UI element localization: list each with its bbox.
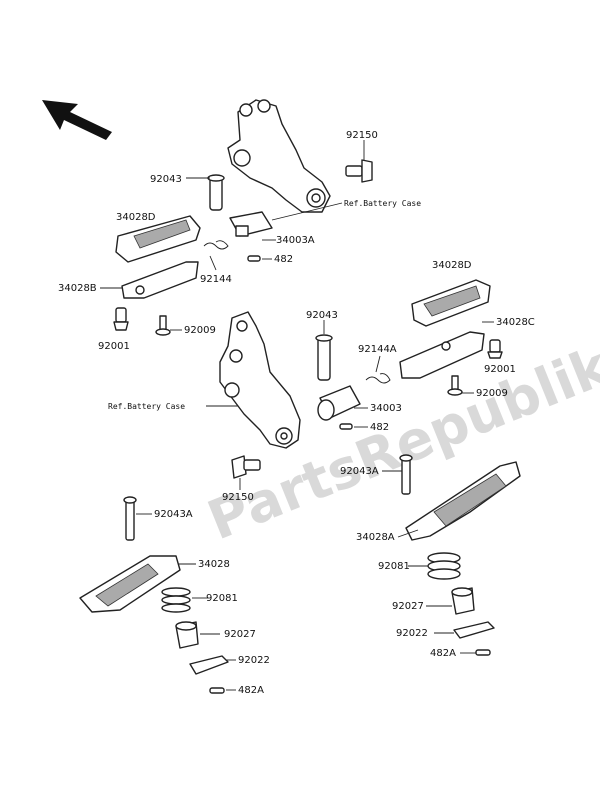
label-34028D-right: 34028D [432, 260, 472, 271]
label-92043A-right: 92043A [340, 466, 379, 477]
label-92043A-left: 92043A [154, 509, 193, 520]
bolt-92001-left [113, 307, 129, 331]
bolt-92150-bottom [231, 455, 261, 479]
label-92144A: 92144A [358, 344, 397, 355]
clip-482-mid [339, 423, 353, 430]
pin-92043-mid [315, 334, 333, 381]
label-92043-mid: 92043 [306, 310, 338, 321]
bracket-92027-left [175, 621, 199, 649]
label-92150-bottom: 92150 [222, 492, 254, 503]
lower-footrest-bracket [219, 311, 301, 449]
label-92027-left: 92027 [224, 629, 256, 640]
label-92022-right: 92022 [396, 628, 428, 639]
label-482A-right: 482A [430, 648, 456, 659]
pin-92043A-right [399, 454, 413, 495]
label-34003A: 34003A [276, 235, 315, 246]
bolt-92150-top [345, 159, 373, 183]
label-92009-left: 92009 [184, 325, 216, 336]
hinge-34003A [229, 211, 273, 237]
footpeg-34028 [79, 555, 181, 613]
spring-92081-left [161, 587, 191, 613]
screw-92009-left [155, 315, 171, 336]
label-92022-left: 92022 [238, 655, 270, 666]
footpeg-34028B [121, 261, 199, 299]
spring-92144 [203, 240, 229, 250]
label-92150-top: 92150 [346, 130, 378, 141]
label-34028D-left: 34028D [116, 212, 156, 223]
pin-92043-top [207, 174, 225, 211]
label-ref-battery-case-top: Ref.Battery Case [344, 199, 421, 208]
label-482A-left: 482A [238, 685, 264, 696]
label-34028C: 34028C [496, 317, 535, 328]
pin-92043A-left [123, 496, 137, 541]
spring-92144A [365, 373, 391, 384]
label-34028: 34028 [198, 559, 230, 570]
plate-92022-left [189, 655, 229, 675]
label-34028A: 34028A [356, 532, 395, 543]
screw-92009-right [447, 375, 463, 396]
clip-482A-right [475, 649, 491, 656]
label-92081-right: 92081 [378, 561, 410, 572]
label-92009-right: 92009 [476, 388, 508, 399]
label-92027-right: 92027 [392, 601, 424, 612]
label-92081-left: 92081 [206, 593, 238, 604]
label-482-mid: 482 [370, 422, 389, 433]
footpeg-rubber-34028D-left [115, 215, 201, 263]
clip-482-top [247, 255, 261, 262]
label-92043-top: 92043 [150, 174, 182, 185]
footpeg-rubber-34028D-right [411, 279, 491, 327]
label-92144: 92144 [200, 274, 232, 285]
direction-arrow-icon [42, 100, 112, 140]
footpeg-34028A [405, 461, 521, 541]
label-92001-right: 92001 [484, 364, 516, 375]
label-ref-battery-case-mid: Ref.Battery Case [108, 402, 185, 411]
label-34028B: 34028B [58, 283, 97, 294]
plate-92022-right [453, 621, 495, 639]
spring-92081-right [427, 552, 461, 580]
bolt-92001-right [487, 339, 503, 359]
label-34003: 34003 [370, 403, 402, 414]
label-482-top: 482 [274, 254, 293, 265]
bracket-92027-right [451, 587, 475, 615]
label-92001-left: 92001 [98, 341, 130, 352]
upper-footrest-bracket [227, 99, 331, 213]
clip-482A-left [209, 687, 225, 694]
hinge-34003 [317, 385, 361, 421]
footpeg-34028C [399, 331, 485, 379]
